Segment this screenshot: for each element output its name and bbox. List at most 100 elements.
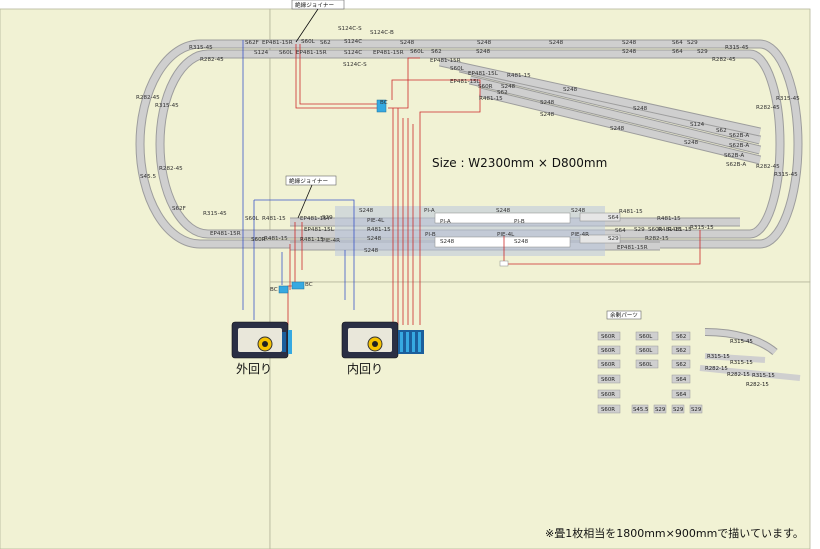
track-label: S248 <box>540 112 555 118</box>
track-label: EP481-15L <box>468 71 499 77</box>
feeders: BC BC BC <box>270 99 509 294</box>
svg-text:S60R: S60R <box>601 348 615 354</box>
track-label: S248 <box>563 87 578 93</box>
track-label: S62B-A <box>726 162 746 168</box>
track-label: S60R <box>478 84 493 90</box>
controller-inner: 内回り <box>341 321 424 376</box>
track-label: PI-B <box>425 232 436 238</box>
svg-text:S29: S29 <box>655 407 666 413</box>
track-label: S124C-S <box>343 62 367 68</box>
feeder-block <box>291 281 305 290</box>
track-label: S60L <box>279 50 294 56</box>
track-label: S60R <box>648 227 663 233</box>
track-label: EP481-15R <box>262 40 293 46</box>
track-label: PIE-4R <box>322 238 340 244</box>
track-label: R315-45 <box>725 45 749 51</box>
svg-text:S60L: S60L <box>639 334 652 340</box>
svg-text:S29: S29 <box>673 407 684 413</box>
track-label: S62B-A <box>724 153 744 159</box>
svg-text:S62: S62 <box>676 348 686 354</box>
controller-label: 内回り <box>347 362 383 376</box>
track-label: S29 <box>634 227 645 233</box>
track-labels: R315-45 R282-45 S62F EP481-15R S124 S60L… <box>136 26 800 254</box>
track-label: EP481-15L <box>450 79 481 85</box>
track-label: PIE-4R <box>571 232 589 238</box>
track-label: S45.5 <box>140 174 156 180</box>
track-label: S124C <box>344 39 362 45</box>
svg-text:R282-15: R282-15 <box>727 372 750 378</box>
track-label: R315-45 <box>774 172 798 178</box>
svg-text:絶縁ジョイナー: 絶縁ジョイナー <box>295 1 334 9</box>
tatami-mat-top-left <box>0 8 271 549</box>
track-label: S248 <box>496 208 511 214</box>
track-label: S60L <box>450 66 465 72</box>
track-label: S60L <box>301 39 316 45</box>
track-label: S248 <box>400 40 415 46</box>
track-label: EP481-15R <box>210 231 241 237</box>
track-label: EP481-15L <box>304 227 335 233</box>
track-label: S248 <box>476 49 491 55</box>
track-label: R481-15 <box>657 216 681 222</box>
track-label: EP481-15R <box>617 245 648 251</box>
svg-text:S60L: S60L <box>639 362 652 368</box>
spare-parts: 余剰パーツ S60R S60L S62 R315-45 S60R S60L S6… <box>597 310 801 414</box>
track-label: R315-45 <box>776 96 800 102</box>
track-label: S62 <box>497 90 508 96</box>
wiring <box>242 40 701 325</box>
track-label: R315-45 <box>189 45 213 51</box>
track-label: S29 <box>322 215 333 221</box>
svg-text:R282-15: R282-15 <box>705 366 728 372</box>
track-label: R282-45 <box>136 95 160 101</box>
track-label: R481-15 <box>264 236 288 242</box>
track-label: R315-45 <box>203 211 227 217</box>
svg-text:R315-45: R315-45 <box>730 339 753 345</box>
track-label: EP481-15R <box>373 50 404 56</box>
controller-label: 外回り <box>236 362 272 376</box>
controller-outer: 外回り <box>231 321 292 376</box>
svg-text:R315-15: R315-15 <box>707 354 730 360</box>
track-label: S62F <box>172 206 186 212</box>
track-label: S248 <box>549 40 564 46</box>
track-label: S124 <box>690 122 705 128</box>
track-label: S62 <box>431 49 442 55</box>
svg-text:R282-15: R282-15 <box>746 382 769 388</box>
station-platforms <box>335 206 621 256</box>
track-label: S60R <box>251 237 266 243</box>
svg-text:S62: S62 <box>676 334 686 340</box>
joiner-callout-top: 絶縁ジョイナー <box>291 0 345 43</box>
svg-text:S60R: S60R <box>601 377 615 383</box>
svg-text:S60R: S60R <box>601 407 615 413</box>
track-label: S248 <box>364 248 379 254</box>
track-label: S62 <box>320 40 331 46</box>
track-label: EP481-15Y <box>300 216 331 222</box>
track-label: S64 <box>615 228 626 234</box>
track-label: S248 <box>501 84 516 90</box>
track-label: S29 <box>687 40 698 46</box>
track-label: S29 <box>608 236 619 242</box>
track-label: S124 <box>254 50 269 56</box>
track-label: S62F <box>245 40 259 46</box>
svg-text:R315-15: R315-15 <box>752 373 775 379</box>
track-label: R481-15 <box>658 227 682 233</box>
track-label: PI-A <box>424 208 435 214</box>
track-label: S248 <box>571 208 586 214</box>
track-label: R282-45 <box>756 164 780 170</box>
track-label: S248 <box>633 106 648 112</box>
footnote: ※畳1枚相当を1800mm×900mmで描いています。 <box>545 526 804 540</box>
track-label: R282-45 <box>200 57 224 63</box>
svg-text:S64: S64 <box>676 377 687 383</box>
yard-tracks <box>439 57 762 165</box>
track-label: S248 <box>477 40 492 46</box>
track-label: EP481-15R <box>430 58 461 64</box>
track-label: S62 <box>716 128 727 134</box>
feeder-block <box>278 285 289 294</box>
track-label: S248 <box>367 236 382 242</box>
track-label: PI-B <box>514 219 525 225</box>
track-label: R481-15 <box>619 209 643 215</box>
layout-title: Size : W2300mm × D800mm <box>432 156 607 170</box>
svg-text:S45.5: S45.5 <box>633 407 648 413</box>
track-label: S248 <box>610 126 625 132</box>
track-label: S29 <box>697 49 708 55</box>
svg-text:S60R: S60R <box>601 362 615 368</box>
